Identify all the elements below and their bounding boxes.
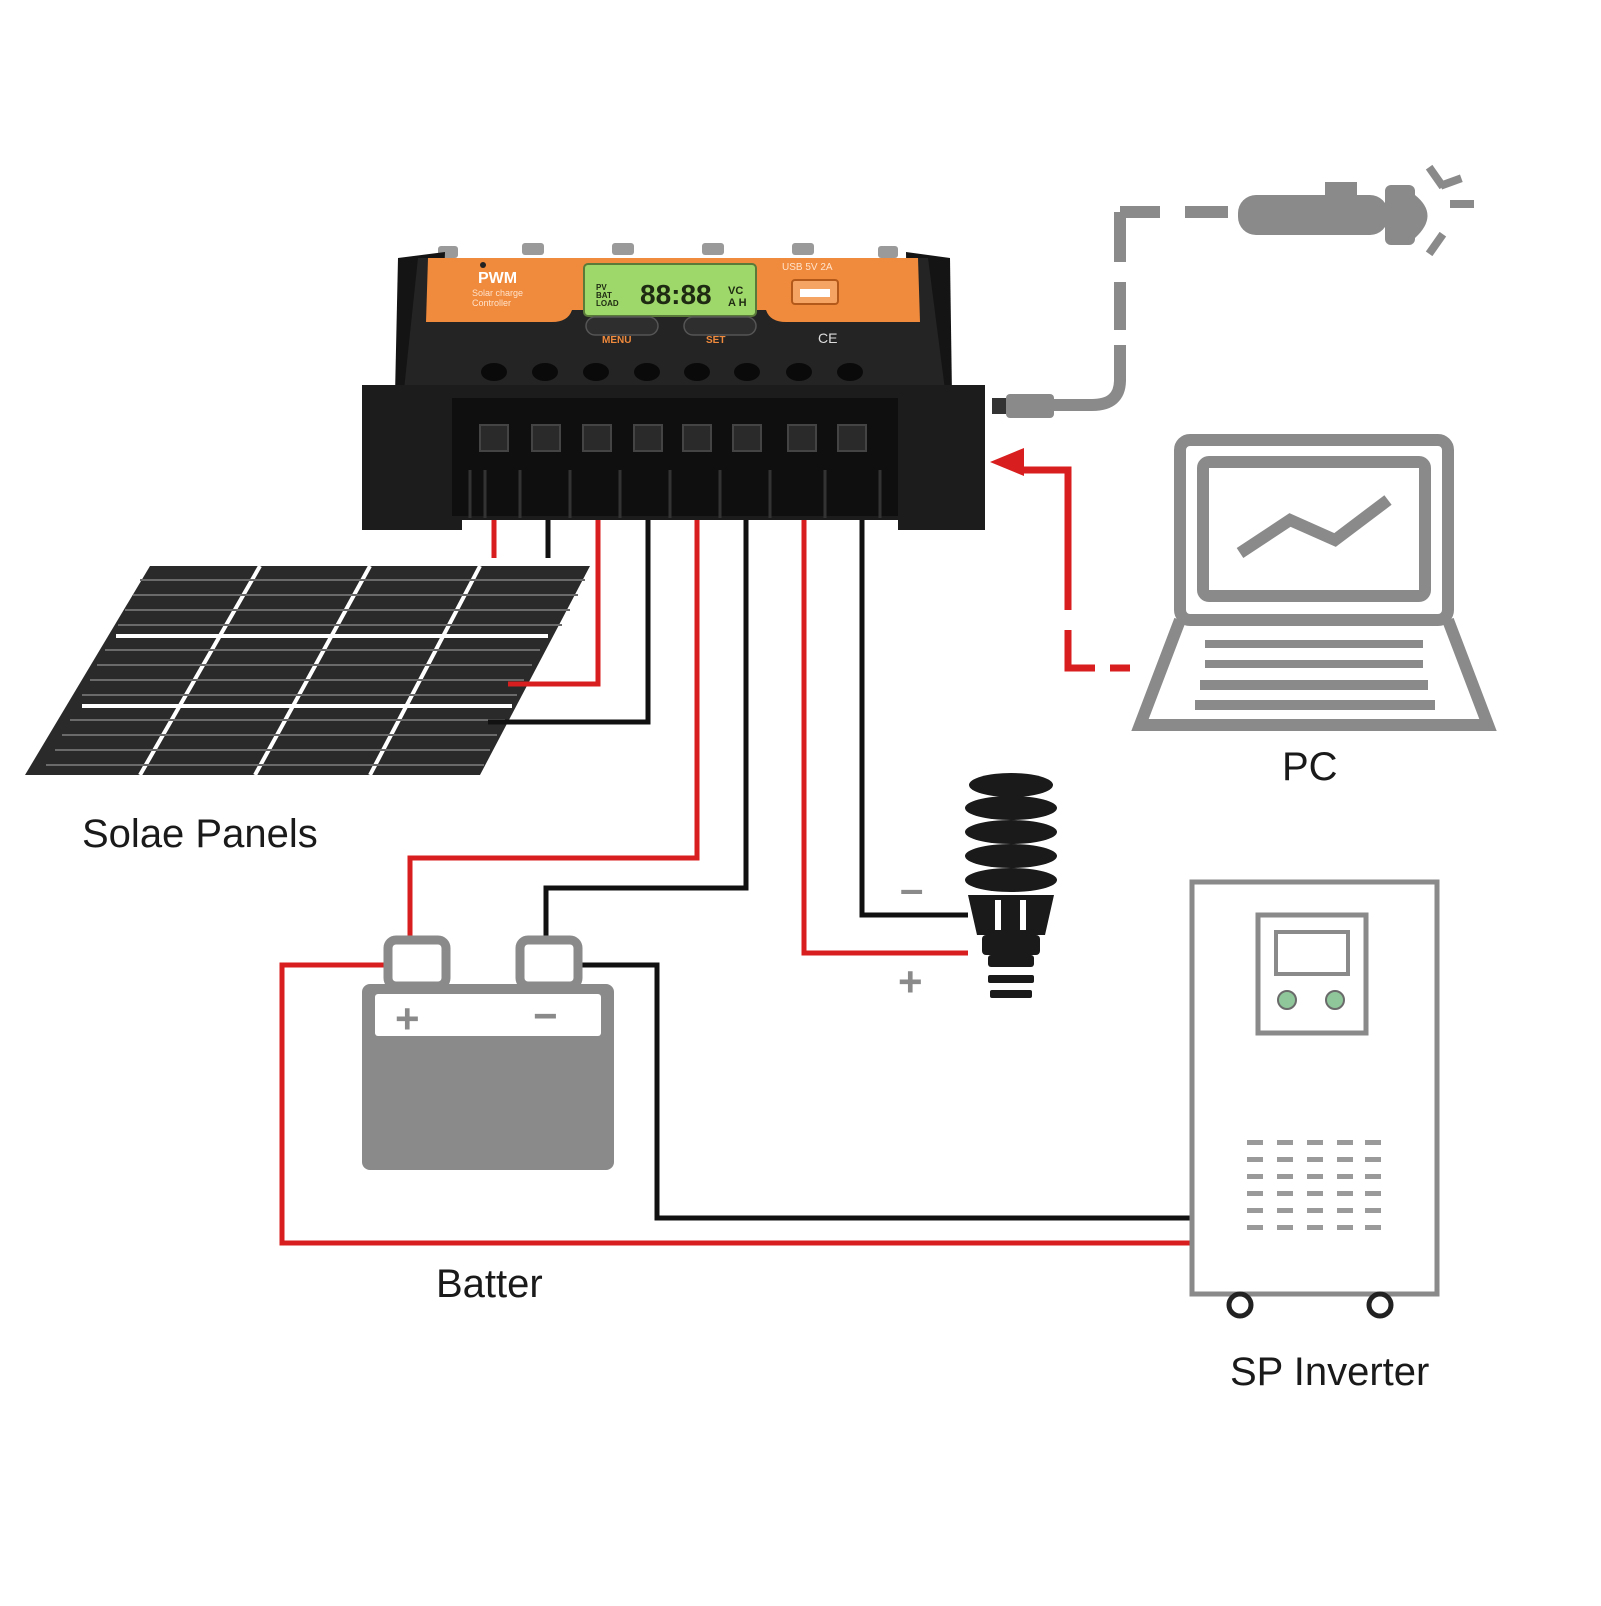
solar-panel-icon	[25, 565, 590, 776]
laptop-keyboard	[1195, 640, 1435, 710]
pc-label: PC	[1282, 745, 1338, 789]
subtitle-line-1: Solar charge	[472, 288, 523, 298]
subtitle-line-2: Controller	[472, 298, 511, 308]
battery-icon	[362, 935, 614, 1170]
inverter-positive-wire	[279, 962, 1190, 1246]
pc-dashed-wire	[1020, 466, 1130, 672]
lcd-screen	[583, 263, 757, 317]
lcd-units-2: A H	[728, 297, 747, 309]
lcd-row-load: LOAD	[596, 299, 619, 308]
usb-label: USB 5V 2A	[782, 262, 833, 273]
usb-plug-icon	[992, 394, 1054, 418]
ce-mark: CE	[818, 330, 837, 346]
lcd-row-bat: BAT	[596, 291, 612, 300]
inverter-label: SP Inverter	[1230, 1350, 1430, 1394]
inverter-icon	[1189, 879, 1440, 1319]
battery-label: Batter	[436, 1262, 543, 1306]
usb-dashed-wire	[1050, 206, 1228, 411]
laptop-icon	[1131, 434, 1497, 731]
solar-panels-label: Solae Panels	[82, 812, 318, 856]
pv2-positive-wire	[508, 448, 601, 687]
load-minus-label: –	[900, 865, 923, 912]
charge-controller: 88:88 VC A H PV BAT LOAD PWM Solar charg…	[362, 243, 985, 530]
set-label: SET	[706, 335, 725, 346]
bat-positive-wire	[407, 448, 700, 940]
load-positive-wire	[801, 448, 968, 956]
pc-arrow-icon	[990, 448, 1024, 476]
pv2-negative-wire	[488, 448, 651, 725]
battery-minus-label: −	[533, 992, 558, 1039]
set-button[interactable]	[683, 316, 757, 336]
lcd-units: VC	[728, 285, 743, 297]
bulb-icon	[965, 773, 1057, 998]
load-plus-label: +	[898, 958, 923, 1005]
lcd-row-pv: PV	[596, 283, 607, 292]
brand-label: PWM	[478, 270, 517, 287]
bat-negative-wire	[543, 448, 749, 940]
car-charger-icon	[1238, 164, 1474, 257]
menu-label: MENU	[602, 335, 631, 346]
terminal-block	[479, 424, 867, 452]
menu-button[interactable]	[585, 316, 659, 336]
lcd-digits: 88:88	[640, 279, 712, 310]
load-negative-wire	[859, 448, 968, 918]
power-indicator	[480, 262, 486, 268]
inverter-negative-wire	[578, 962, 1190, 1221]
battery-plus-label: +	[395, 995, 420, 1042]
